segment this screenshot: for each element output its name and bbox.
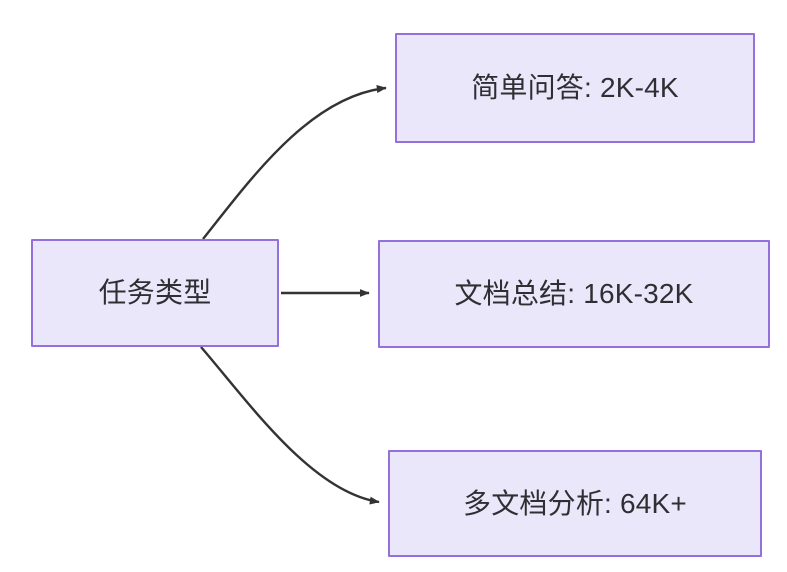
node-task-type-label: 任务类型 — [98, 277, 212, 309]
edge-root-to-multi-doc — [200, 346, 380, 505]
node-document-summary-label: 文档总结: 16K-32K — [454, 278, 694, 310]
node-simple-qa[interactable]: 简单问答: 2K-4K — [395, 33, 755, 143]
edge-root-to-simple-qa — [202, 84, 387, 240]
node-multi-document-analysis-label: 多文档分析: 64K+ — [463, 487, 687, 519]
node-simple-qa-label: 简单问答: 2K-4K — [471, 72, 679, 104]
node-task-type[interactable]: 任务类型 — [31, 239, 279, 347]
node-multi-document-analysis[interactable]: 多文档分析: 64K+ — [388, 450, 762, 557]
node-document-summary[interactable]: 文档总结: 16K-32K — [378, 240, 770, 348]
